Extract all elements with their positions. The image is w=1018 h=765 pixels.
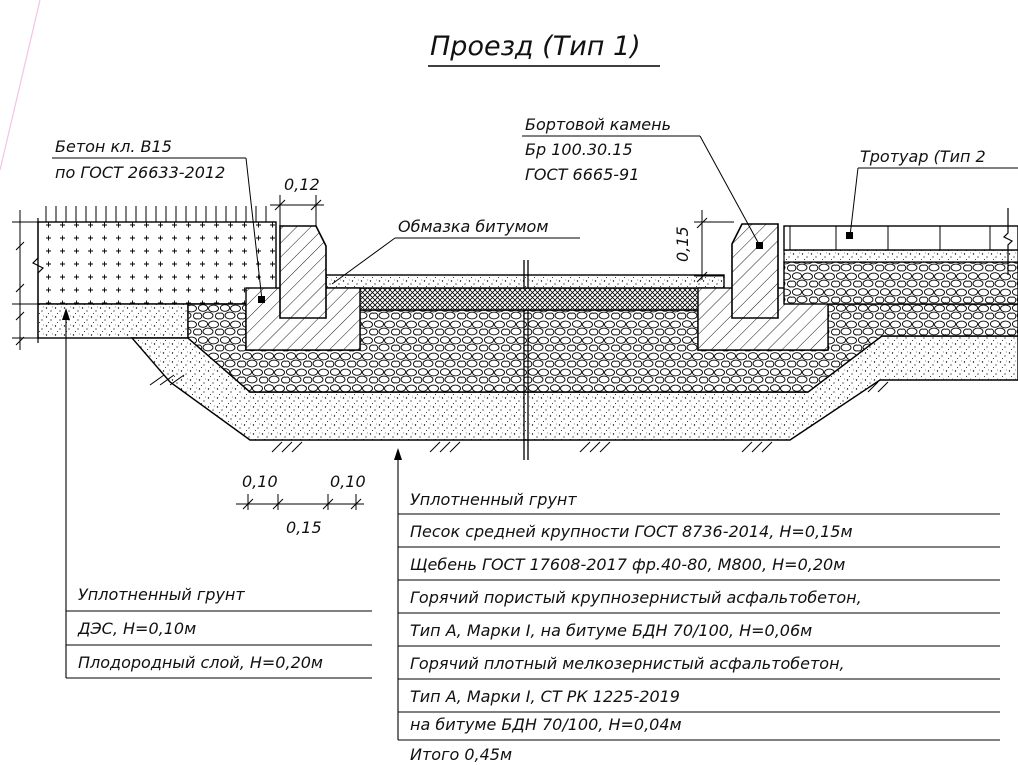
dim-curb-height-lines: [694, 210, 734, 283]
curb-leader-marker: [756, 242, 763, 249]
sidewalk-callout: Тротуар (Тип 2: [860, 147, 986, 166]
left-dimension-ticks: [12, 210, 38, 350]
road-layer-1: Уплотненный грунт: [410, 490, 577, 509]
curb-leader: [699, 135, 761, 247]
right-break-line: [1002, 208, 1014, 275]
construction-line: [0, 0, 41, 171]
sidewalk-leader: [849, 167, 859, 237]
road-layer-5: Тип А, Марки I, на битуме БДН 70/100, Н=…: [410, 621, 812, 640]
sidewalk-sand-layer: [783, 249, 1018, 263]
left-layer-2: ДЭС, Н=0,10м: [77, 619, 196, 638]
road-layer-8: на битуме БДН 70/100, Н=0,04м: [410, 715, 682, 734]
bitumen-leader: [331, 237, 396, 285]
road-layer-2: Песок средней крупности ГОСТ 8736-2014, …: [410, 522, 853, 541]
left-layer-3: Плодородный слой, Н=0,20м: [78, 653, 323, 672]
curb-callout-line2: Бр 100.30.15: [525, 140, 633, 159]
left-des-layer: [37, 303, 189, 339]
road-layer-4: Горячий пористый крупнозернистый асфальт…: [410, 588, 862, 607]
concrete-callout-line2: по ГОСТ 26633-2012: [55, 163, 225, 182]
concrete-leader: [245, 157, 263, 301]
road-layer-total: Итого 0,45м: [410, 745, 512, 764]
road-table-arrow: [394, 448, 402, 460]
left-top-layer: [37, 221, 277, 305]
concrete-callout-line1: Бетон кл. В15: [55, 137, 172, 156]
drawing-title: Проезд (Тип 1): [430, 31, 641, 62]
dense-asphalt-layer: [325, 274, 725, 289]
porous-asphalt-layer: [329, 287, 723, 311]
road-layer-7: Тип А, Марки I, СТ РК 1225-2019: [410, 687, 680, 706]
curb-callout-line3: ГОСТ 6665-91: [525, 165, 639, 184]
curb-callout-line1: Бортовой камень: [525, 115, 671, 134]
dim-left-lines: [236, 494, 364, 510]
center-axis-line: [523, 260, 529, 460]
right-curb-stone: [731, 223, 779, 319]
grass-ticks: [45, 206, 267, 222]
sidewalk-base-layer: [783, 261, 1018, 305]
sidewalk-leader-marker: [846, 232, 853, 239]
concrete-leader-marker: [258, 296, 265, 303]
sidewalk-pavers: [783, 225, 1018, 251]
road-layer-6: Горячий плотный мелкозернистый асфальтоб…: [410, 654, 845, 673]
left-table-arrow: [62, 308, 70, 320]
left-layer-1: Уплотненный грунт: [78, 585, 245, 604]
left-break-line: [31, 218, 45, 343]
ground-hatch: [149, 374, 889, 453]
dim-left-c: 0,15: [286, 518, 322, 537]
dim-curb-offset: 0,12: [284, 175, 320, 194]
bitumen-callout: Обмазка битумом: [398, 217, 548, 236]
road-layer-3: Щебень ГОСТ 17608-2017 фр.40-80, М800, Н…: [410, 555, 845, 574]
dim-left-b: 0,10: [330, 472, 366, 491]
left-curb-stone: [279, 225, 327, 319]
paver-joints: [789, 226, 991, 250]
dim-curb-offset-lines: [270, 195, 324, 227]
dim-left-a: 0,10: [242, 472, 278, 491]
dim-curb-height: 0,15: [673, 226, 692, 262]
